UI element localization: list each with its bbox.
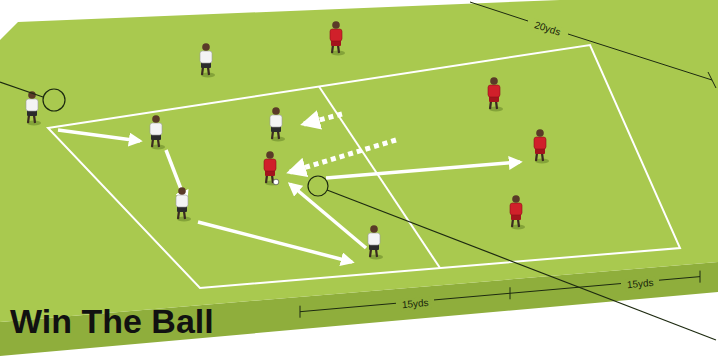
pass-arrow bbox=[198, 222, 352, 262]
player-head bbox=[266, 151, 274, 159]
player-legs bbox=[490, 101, 497, 109]
red-player bbox=[264, 151, 279, 185]
player-head bbox=[178, 187, 186, 195]
players bbox=[26, 21, 549, 259]
dimension-label-holder: 15yds bbox=[399, 291, 431, 312]
player-legs bbox=[370, 249, 377, 257]
player-head bbox=[512, 195, 520, 203]
player-shirt bbox=[200, 51, 212, 63]
white-player bbox=[200, 43, 215, 77]
white-player bbox=[176, 187, 191, 221]
player-legs bbox=[266, 175, 273, 183]
red-player bbox=[534, 129, 549, 163]
red-player bbox=[510, 195, 525, 229]
red-player bbox=[330, 21, 345, 55]
player-shirt bbox=[150, 123, 162, 135]
player-shirt bbox=[510, 203, 522, 215]
player-legs bbox=[202, 67, 209, 75]
player-legs bbox=[512, 219, 519, 227]
player-legs bbox=[28, 115, 35, 123]
player-shirt bbox=[368, 233, 380, 245]
player-shirt bbox=[26, 99, 38, 111]
player-head bbox=[152, 115, 160, 123]
dimension-tick bbox=[708, 72, 716, 88]
dimension-label: 15yds bbox=[399, 296, 431, 311]
movement-arrows bbox=[58, 114, 520, 262]
ball bbox=[273, 179, 279, 185]
leader-line bbox=[0, 82, 43, 97]
player-head bbox=[536, 129, 544, 137]
white-player bbox=[26, 91, 41, 125]
dimension-line bbox=[300, 303, 396, 311]
dimension-line bbox=[470, 2, 528, 21]
highlight-circle bbox=[43, 89, 65, 111]
player-legs bbox=[272, 131, 279, 139]
pitch-boundary bbox=[48, 45, 680, 288]
player-legs bbox=[536, 153, 543, 161]
highlight-circle bbox=[308, 176, 328, 196]
pass-arrow bbox=[326, 162, 520, 178]
dimension-tick bbox=[700, 271, 701, 283]
dribble-arrow bbox=[304, 114, 342, 124]
player-legs bbox=[152, 139, 159, 147]
dimension-label: 15yds bbox=[624, 277, 656, 292]
dimension-line bbox=[568, 34, 712, 80]
dimension-line bbox=[434, 284, 621, 300]
pass-arrow bbox=[290, 184, 366, 248]
leader-line bbox=[327, 190, 716, 340]
dimension-tick bbox=[510, 287, 511, 299]
player-legs bbox=[178, 211, 185, 219]
white-player bbox=[368, 225, 383, 259]
player-shirt bbox=[330, 29, 342, 41]
white-player bbox=[150, 115, 165, 149]
white-player bbox=[270, 107, 285, 141]
pass-arrow bbox=[166, 150, 186, 202]
dimension-label-holder: 15yds bbox=[624, 272, 656, 293]
pitch-top bbox=[0, 0, 718, 322]
dimension-line bbox=[659, 277, 700, 281]
player-head bbox=[332, 21, 340, 29]
player-shirt bbox=[176, 195, 188, 207]
player-head bbox=[272, 107, 280, 115]
pass-arrow bbox=[58, 130, 140, 141]
player-head bbox=[202, 43, 210, 51]
dimension-tick bbox=[300, 306, 301, 318]
red-player bbox=[488, 77, 503, 111]
title-holder: Win The Ball bbox=[10, 302, 214, 340]
player-shirt bbox=[264, 159, 276, 171]
player-shirt bbox=[534, 137, 546, 149]
dribble-arrow bbox=[290, 140, 396, 172]
player-head bbox=[490, 77, 498, 85]
player-shirt bbox=[270, 115, 282, 127]
player-head bbox=[370, 225, 378, 233]
player-legs bbox=[332, 45, 339, 53]
player-shirt bbox=[488, 85, 500, 97]
diagram-title: Win The Ball bbox=[10, 302, 214, 340]
